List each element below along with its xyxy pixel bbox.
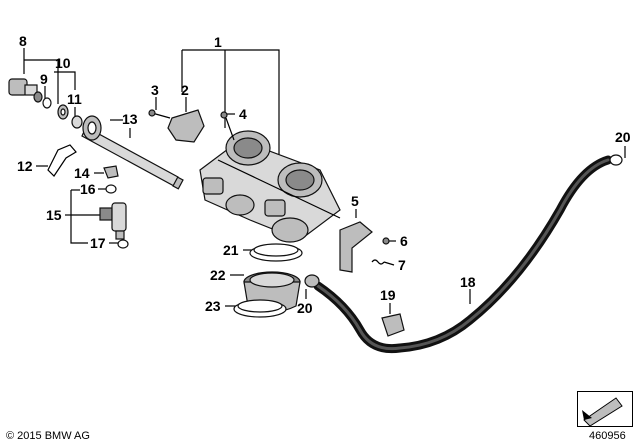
callout-19: 19 <box>380 287 396 303</box>
callout-6: 6 <box>400 233 408 249</box>
callout-2: 2 <box>181 82 189 98</box>
callout-22: 22 <box>210 267 226 283</box>
diagram-id: 460956 <box>589 430 626 442</box>
part-16-o-ring <box>105 184 117 194</box>
callout-11: 11 <box>67 91 82 107</box>
callout-8: 8 <box>19 33 27 49</box>
leader-lines <box>23 48 626 314</box>
callout-3: 3 <box>151 82 159 98</box>
callout-17: 17 <box>90 235 106 251</box>
part-14-clip <box>103 165 119 179</box>
part-23-ring <box>233 299 287 318</box>
part-21-ring <box>249 243 303 262</box>
part-22-intake-sleeve <box>243 271 301 313</box>
part-5-bracket <box>339 221 373 273</box>
copyright-text: © 2015 BMW AG <box>6 430 90 442</box>
part-4-screw <box>220 111 235 141</box>
part-17-o-ring <box>117 239 129 249</box>
part-9-o-ring <box>42 97 52 109</box>
callout-9: 9 <box>40 71 48 87</box>
arrow-down-left-icon <box>582 397 623 427</box>
part-10-11-seal <box>57 104 83 129</box>
callout-16: 16 <box>80 181 96 197</box>
callout-20-right: 20 <box>615 129 631 145</box>
callout-14: 14 <box>74 165 90 181</box>
callout-7: 7 <box>398 257 406 273</box>
part-8-sensor <box>8 78 43 103</box>
callout-23: 23 <box>205 298 221 314</box>
part-2-sensor <box>167 109 205 143</box>
part-20-clamp-right <box>609 154 623 166</box>
callout-15: 15 <box>46 207 62 223</box>
part-15-injector <box>99 202 127 240</box>
part-12-clip <box>47 144 77 177</box>
part-19-holder <box>381 313 405 337</box>
callout-20-bottom: 20 <box>297 300 313 316</box>
part-3-screw <box>148 109 171 119</box>
part-1-throttle-body <box>199 130 341 243</box>
part-18-hose <box>313 155 613 354</box>
part-6-screw <box>382 237 390 245</box>
callout-5: 5 <box>351 193 359 209</box>
callout-21: 21 <box>223 242 239 258</box>
part-7-spring <box>371 259 385 265</box>
nav-box[interactable] <box>577 391 633 427</box>
part-13-fuel-rail <box>81 115 184 190</box>
callout-12: 12 <box>17 158 33 174</box>
callout-13: 13 <box>122 111 138 127</box>
part-20-clamp-bottom <box>304 274 320 288</box>
callout-10: 10 <box>55 55 71 71</box>
callout-4: 4 <box>239 106 247 122</box>
callout-18: 18 <box>460 274 476 290</box>
callout-numbers: 1 2 3 4 5 6 7 8 9 10 11 12 13 14 15 16 1… <box>17 33 631 316</box>
callout-1: 1 <box>214 34 222 50</box>
